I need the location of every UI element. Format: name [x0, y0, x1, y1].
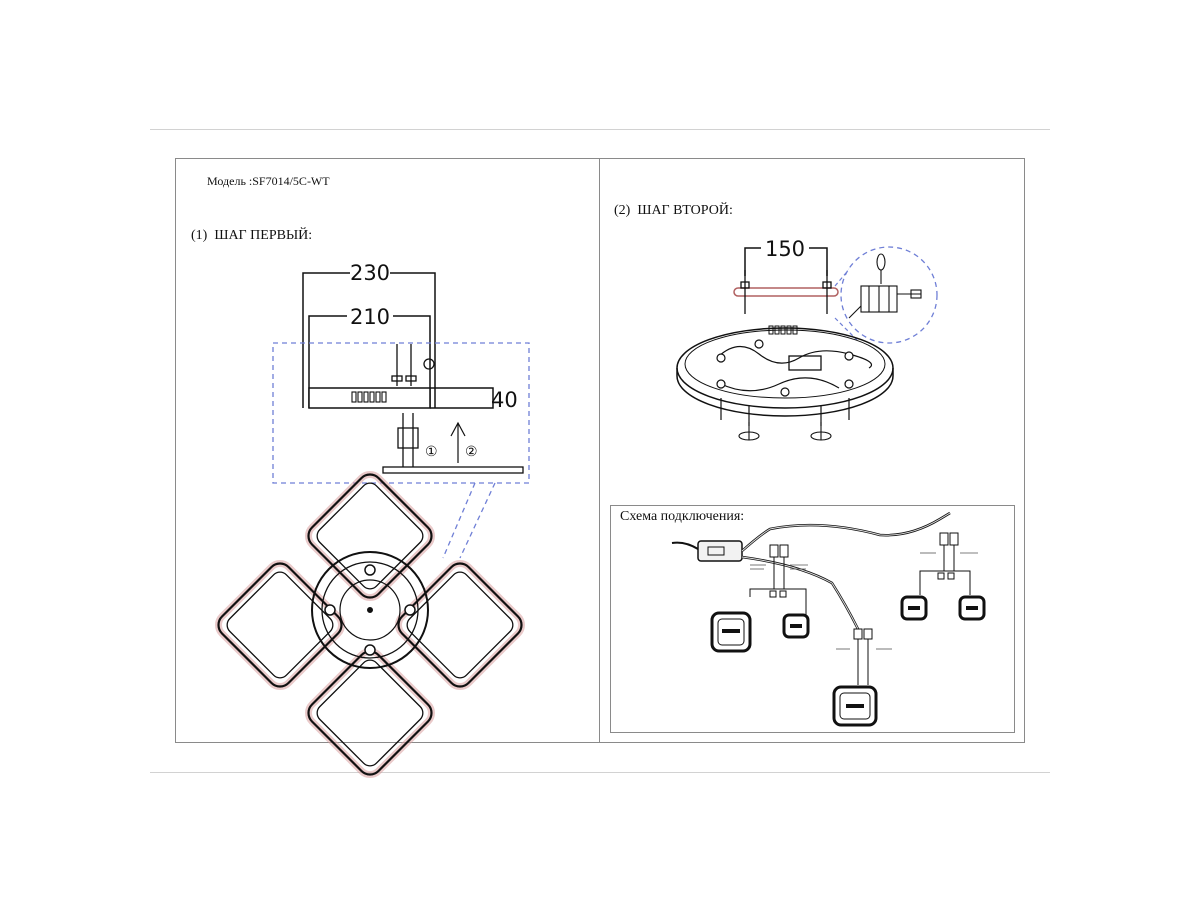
dim-210-label: 210 [350, 305, 390, 329]
connector-group-center [853, 628, 873, 685]
step-two-heading: (2) ШАГ ВТОРОЙ: [614, 203, 733, 219]
model-label: Модель :SF7014/5C-WT [207, 174, 330, 188]
lamp-module-1 [710, 611, 752, 653]
step-two-panel [599, 158, 1025, 743]
mounting-bar [733, 287, 839, 297]
marker-1: ① [425, 445, 438, 460]
step-one-title: ШАГ ПЕРВЫЙ: [214, 228, 313, 243]
dimension-150 [744, 247, 828, 276]
lamp-module-3 [900, 595, 928, 621]
wiring-scheme-box [610, 505, 1015, 733]
lamp-center-inner [321, 561, 419, 659]
lamp-module-2 [782, 613, 810, 639]
wiring-diagram [671, 511, 986, 727]
led-driver [697, 540, 743, 562]
dimension-210 [308, 315, 431, 408]
top-rule [150, 129, 1050, 130]
dim-150-label: 150 [765, 237, 805, 261]
connector-group-left [749, 544, 807, 615]
dim-230-label: 230 [350, 261, 390, 285]
lamp-module-4 [958, 595, 986, 621]
rotation-screws [738, 422, 832, 441]
connector-group-right [919, 532, 971, 595]
step-two-title: ШАГ ВТОРОЙ: [637, 203, 733, 218]
lamp-center-outer [311, 551, 429, 669]
detail-callout-box [272, 342, 530, 484]
dimension-40 [430, 387, 494, 409]
step-one-heading: (1) ШАГ ПЕРВЫЙ: [191, 228, 312, 244]
marker-2: ② [465, 445, 478, 460]
dim-40-label: 40 [491, 388, 518, 412]
step-one-number: (1) [191, 228, 208, 243]
lamp-module-5 [832, 685, 878, 727]
mount-screws [391, 344, 435, 468]
wiring-scheme-title: Схема подключения: [620, 509, 745, 524]
step-two-number: (2) [614, 203, 631, 218]
dimension-230 [302, 272, 436, 408]
ceiling-plate [382, 466, 524, 474]
ceiling-base [676, 325, 894, 426]
terminal-block [848, 253, 922, 319]
bottom-rule [150, 772, 1050, 773]
step-one-drawing: 230 210 40 ① ② [215, 261, 530, 778]
up-arrow [450, 421, 466, 463]
lamp-top-view [215, 471, 525, 778]
step-two-drawing: 150 [676, 237, 938, 441]
